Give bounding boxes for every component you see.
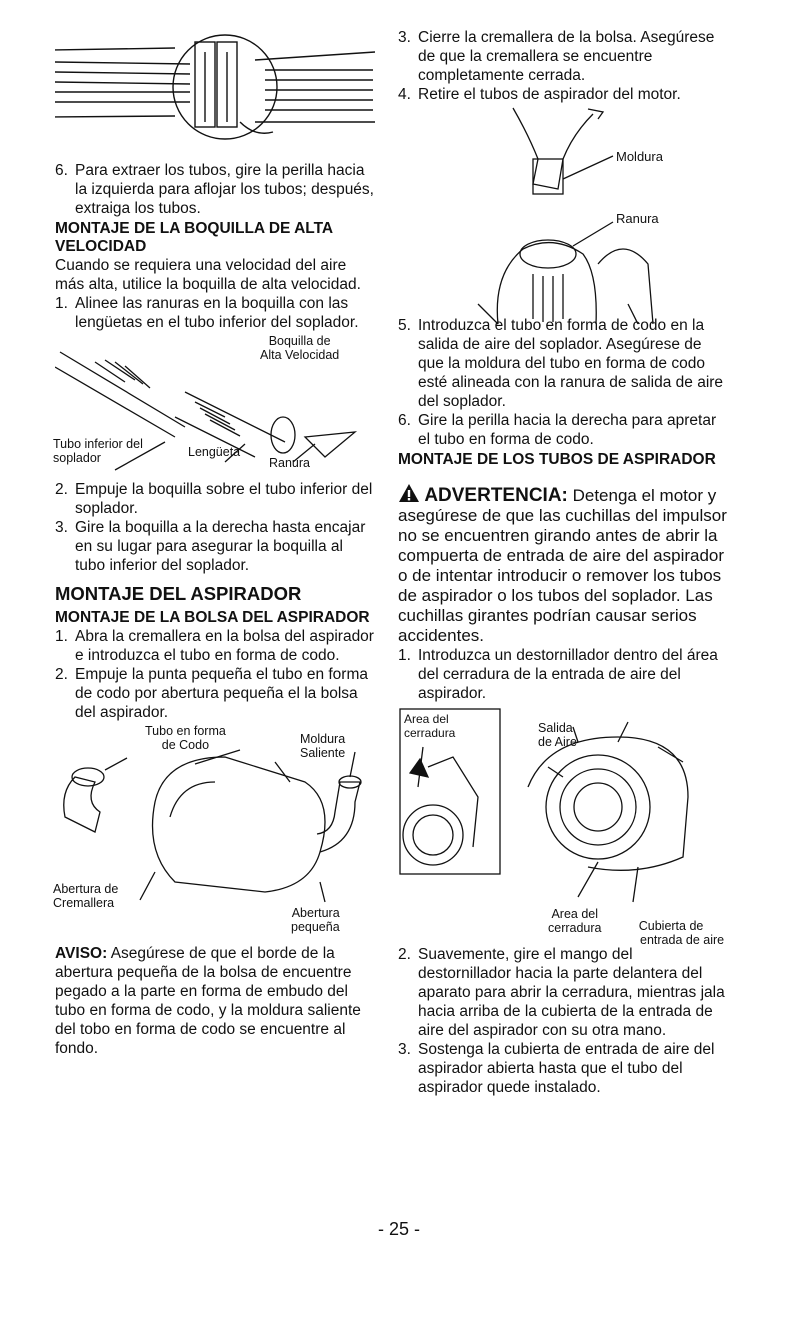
bag-figure: Tubo en forma de Codo Moldura Saliente A… [53, 722, 375, 934]
step-number: 3. [398, 29, 411, 46]
warning-label: ADVERTENCIA: [424, 485, 568, 506]
warning-text: Detenga el motor y asegúrese de que las … [398, 486, 727, 645]
vacuum-heading: MONTAJE DEL ASPIRADOR [55, 583, 302, 604]
step-5-insert-elbow: 5. Introduzca el tubo en forma de codo e… [398, 316, 728, 411]
label-lengueta: Lengüeta [188, 445, 241, 459]
step-text: Abra la cremallera en la bolsa del aspir… [75, 628, 374, 664]
tube-step-3: 3. Sostenga la cubierta de entrada de ai… [398, 1040, 728, 1097]
nozzle-heading: MONTAJE DE LA BOQUILLA DE ALTA VELOCIDAD [55, 220, 333, 255]
label-tubo-codo: Tubo en forma de Codo [145, 724, 226, 752]
step-text: Retire el tubos de aspirador del motor. [418, 86, 681, 103]
step-number: 1. [55, 628, 68, 645]
bag-step-2: 2. Empuje la punta pequeña el tubo en fo… [55, 665, 375, 722]
label-area-cerradura-1: Area del cerradura [404, 712, 456, 740]
tube-step-1: 1. Introduzca un destornillador dentro d… [398, 646, 728, 703]
step-text: Suavemente, gire el mango del destornill… [418, 946, 725, 1039]
right-column: 3. Cierre la cremallera de la bolsa. Ase… [398, 28, 728, 1097]
step-number: 6. [55, 162, 68, 179]
label-ranura: Ranura [269, 456, 310, 470]
label-ranura: Ranura [616, 211, 659, 226]
bag-step-1: 1. Abra la cremallera en la bolsa del as… [55, 627, 375, 665]
bag-illustration [63, 749, 362, 903]
label-moldura: Moldura [616, 149, 663, 164]
step-text: Empuje la boquilla sobre el tubo inferio… [75, 481, 373, 517]
label-moldura-saliente: Moldura Saliente [300, 732, 346, 760]
bag-heading: MONTAJE DE LA BOLSA DEL ASPIRADOR [55, 609, 370, 626]
nozzle-step-1: 1. Alinee las ranuras en la boquilla con… [55, 294, 375, 332]
elbow-figure: Moldura Ranura [398, 104, 728, 326]
label-salida-aire: Salida de Aire [538, 721, 577, 749]
label-tubo-inferior: Tubo inferior del soplador [53, 437, 143, 465]
step-text: Sostenga la cubierta de entrada de aire … [418, 1041, 715, 1096]
step-6-extract-tubes: 6. Para extraer los tubos, gire la peril… [55, 161, 375, 218]
step-4-remove-tube: 4. Retire el tubos de aspirador del moto… [398, 85, 728, 104]
step-3-close-zipper: 3. Cierre la cremallera de la bolsa. Ase… [398, 28, 728, 85]
step-text: Gire la boquilla a la derecha hasta enca… [75, 519, 366, 574]
label-area-cerradura-2: Area del cerradura [548, 907, 602, 935]
nozzle-intro: Cuando se requiera una velocidad del air… [55, 257, 361, 293]
page-number: - 25 - [377, 1219, 420, 1239]
nozzle-step-2: 2. Empuje la boquilla sobre el tubo infe… [55, 480, 375, 518]
step-number: 4. [398, 86, 411, 103]
tube-knob-illustration [55, 34, 375, 140]
step-text: Empuje la punta pequeña el tubo en forma… [75, 666, 368, 721]
aviso-note: AVISO: Asegúrese de que el borde de la a… [55, 944, 375, 1058]
step-number: 3. [398, 1041, 411, 1058]
step-number: 6. [398, 412, 411, 429]
elbow-illustration [477, 107, 654, 325]
step-text: Introduzca el tubo en forma de codo en l… [418, 317, 724, 410]
left-column: 6. Para extraer los tubos, gire la peril… [53, 0, 375, 1058]
step-number: 2. [55, 666, 68, 683]
step-text: Gire la perilla hacia la derecha para ap… [418, 412, 717, 448]
step-number: 2. [398, 946, 411, 963]
latch-illustration [399, 708, 689, 903]
warning-icon [399, 484, 419, 502]
tubes-heading: MONTAJE DE LOS TUBOS DE ASPIRADOR [398, 451, 716, 468]
label-boquilla: Boquilla de Alta Velocidad [260, 334, 340, 362]
step-text: Para extraer los tubos, gire la perilla … [75, 162, 374, 217]
step-number: 2. [55, 481, 68, 498]
label-cubierta-entrada: Cubierta de entrada de aire [638, 919, 725, 947]
step-text: Alinee las ranuras en la boquilla con la… [75, 295, 359, 331]
step-number: 5. [398, 317, 411, 334]
label-abertura-pequena: Abertura pequeña [291, 906, 340, 934]
tube-knob-figure [55, 22, 375, 167]
aviso-label: AVISO: [55, 945, 108, 962]
step-number: 1. [55, 295, 68, 312]
aviso-text: Asegúrese de que el borde de la abertura… [55, 945, 361, 1057]
warning-block: ADVERTENCIA: Detenga el motor y asegúres… [398, 483, 728, 646]
nozzle-figure: Boquilla de Alta Velocidad Tubo inferior… [53, 332, 375, 480]
label-abertura-cremallera: Abertura de Cremallera [53, 882, 119, 910]
nozzle-step-3: 3. Gire la boquilla a la derecha hasta e… [55, 518, 375, 575]
step-text: Cierre la cremallera de la bolsa. Asegúr… [418, 29, 715, 84]
nozzle-illustration [55, 351, 358, 471]
step-text: Introduzca un destornillador dentro del … [418, 647, 718, 702]
tube-step-2: 2. Suavemente, gire el mango del destorn… [398, 945, 728, 1040]
latch-figure: Area del cerradura Salida de Aire Area d… [398, 707, 728, 955]
step-number: 1. [398, 647, 411, 664]
step-number: 3. [55, 519, 68, 536]
step-6-tighten: 6. Gire la perilla hacia la derecha para… [398, 411, 728, 449]
